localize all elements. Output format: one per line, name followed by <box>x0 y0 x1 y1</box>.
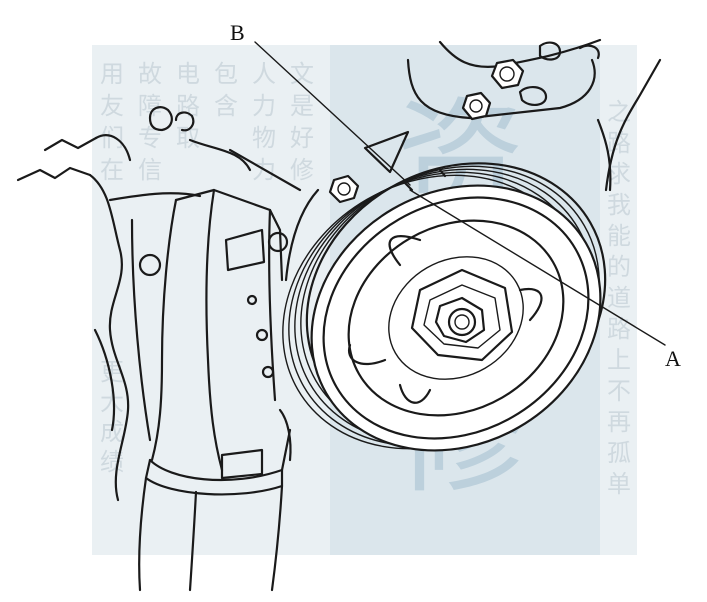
leader-line-a <box>409 189 666 346</box>
watermark-column-4: 包含 <box>214 60 238 120</box>
callout-a-label: A <box>665 346 681 371</box>
watermark-right-text: 之路求我能的道路上不再孤单 <box>607 98 631 498</box>
upper-bracket <box>406 38 662 192</box>
watermark-column-3: 电路取 <box>176 60 200 152</box>
leader-lines <box>254 41 666 346</box>
arrow-mark <box>363 130 410 174</box>
block-bolt <box>328 174 360 204</box>
watermark-column-1: 用友们在 <box>100 60 124 184</box>
callout-b-label: B <box>230 20 245 45</box>
pulley-timing-mark <box>403 181 414 192</box>
engine-block <box>16 106 410 502</box>
shaft-support <box>138 188 292 592</box>
bracket-nut-2 <box>461 91 492 121</box>
leader-line-b <box>254 41 411 186</box>
crankshaft-pulley <box>282 162 607 452</box>
watermark-column-6: 文是好修 <box>290 60 314 184</box>
watermark-right-column: 之路求我能的道路上不再孤单 <box>607 98 631 498</box>
bracket-nut-1 <box>490 58 525 90</box>
